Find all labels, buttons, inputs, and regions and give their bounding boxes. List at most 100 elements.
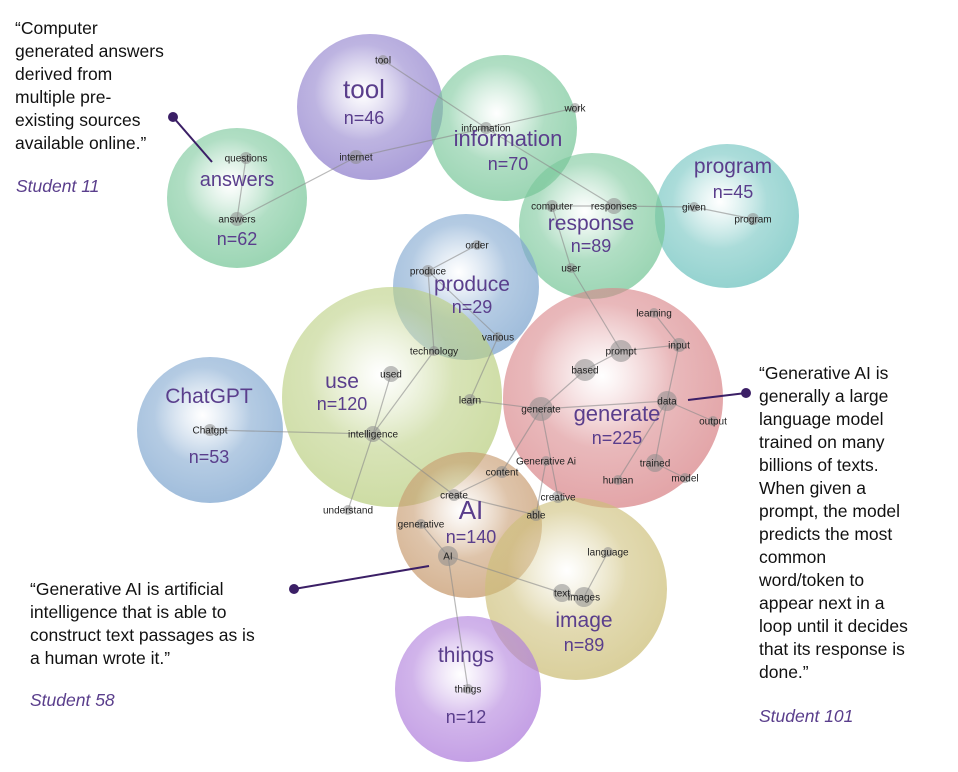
cluster-count-ai: n=140 — [446, 527, 497, 547]
cluster-count-tool: n=46 — [344, 108, 385, 128]
edge-generate_w-content — [501, 408, 542, 473]
node-dot-answers_w — [230, 212, 244, 226]
node-label-language: language — [587, 548, 629, 559]
node-dot-trained — [646, 454, 664, 472]
cluster-name-ai: AI — [459, 495, 484, 525]
node-dot-prompt — [610, 340, 632, 362]
connector-dot-q58 — [289, 584, 299, 594]
edge-tool_w-information_w — [382, 59, 487, 129]
node-dot-generativeAi — [541, 456, 551, 466]
node-dot-program_w — [747, 213, 759, 225]
node-dot-output — [708, 416, 718, 426]
connector-dot-q101 — [741, 388, 751, 398]
node-dot-language — [603, 547, 613, 557]
edge-questions-answers_w — [236, 157, 247, 220]
node-dot-information_w — [480, 122, 492, 134]
cluster-bubble-generate — [503, 288, 723, 508]
edge-order-produce_w — [427, 244, 478, 272]
edge-used-intelligence — [372, 373, 392, 435]
node-label-order: order — [465, 241, 489, 252]
edge-generativeAi-able — [535, 460, 547, 516]
edge-given-program_w — [693, 206, 754, 220]
cluster-labels: tooln=46informationn=70answersn=62progra… — [165, 74, 772, 727]
node-label-various: various — [482, 333, 514, 344]
node-label-program_w: program — [734, 215, 771, 226]
node-dot-order — [472, 240, 482, 250]
node-label-information_w: information — [461, 124, 510, 135]
cluster-name-image: image — [555, 609, 612, 632]
node-label-human: human — [603, 476, 634, 487]
node-label-create: create — [440, 491, 468, 502]
node-dot-chatgpt_w — [204, 424, 216, 436]
cluster-count-response: n=89 — [571, 236, 612, 256]
node-label-learning: learning — [636, 309, 672, 320]
cluster-count-program: n=45 — [713, 182, 754, 202]
cluster-count-use: n=120 — [317, 394, 368, 414]
node-dot-learning — [649, 308, 659, 318]
node-dot-tool_w — [378, 55, 388, 65]
quote-connectors — [168, 112, 751, 594]
cluster-name-generate: generate — [574, 401, 661, 426]
node-label-work: work — [563, 104, 586, 115]
node-dot-given — [689, 202, 699, 212]
node-label-used: used — [380, 370, 402, 381]
node-dot-things_w — [463, 684, 473, 694]
node-label-responses: responses — [591, 202, 637, 213]
node-label-learn: learn — [459, 396, 481, 407]
node-label-trained: trained — [640, 459, 671, 470]
node-dot-images — [574, 587, 594, 607]
node-label-data: data — [657, 397, 677, 408]
node-dot-data — [657, 391, 677, 411]
node-dot-computer — [546, 200, 558, 212]
node-label-able: able — [527, 511, 546, 522]
node-label-things_w: things — [455, 685, 482, 696]
edge-internet-answers_w — [236, 156, 357, 220]
node-label-generativeAi: Generative Ai — [516, 457, 576, 468]
node-dot-understand — [343, 505, 353, 515]
node-label-produce_w: produce — [410, 267, 447, 278]
node-label-tool_w: tool — [375, 56, 391, 67]
node-dot-internet — [349, 150, 363, 164]
connector-line-q101 — [687, 392, 747, 401]
cluster-bubble-program — [655, 144, 799, 288]
node-label-technology: technology — [410, 347, 458, 358]
node-dot-generative — [416, 519, 426, 529]
edge-produce_w-various — [427, 270, 499, 338]
edge-create-able — [453, 494, 537, 516]
node-label-prompt: prompt — [605, 347, 636, 358]
student-101-label: Student 101 — [759, 706, 854, 726]
cluster-count-image: n=89 — [564, 635, 605, 655]
cluster-name-tool: tool — [343, 74, 385, 104]
node-dot-text — [553, 584, 571, 602]
cluster-name-produce: produce — [434, 273, 510, 296]
edge-intelligence-understand — [347, 433, 374, 511]
node-label-user: user — [561, 264, 581, 275]
node-dot-various — [493, 332, 503, 342]
node-dot-content — [496, 466, 508, 478]
node-label-creative: creative — [540, 493, 575, 504]
node-dot-produce_w — [422, 265, 434, 277]
cluster-bubble-use — [282, 287, 502, 507]
node-label-generate_w: generate — [521, 405, 561, 416]
node-label-given: given — [682, 203, 706, 214]
node-label-computer: computer — [531, 202, 573, 213]
node-label-questions: questions — [225, 154, 268, 165]
cluster-count-answers: n=62 — [217, 229, 258, 249]
edge-information_w-responses — [485, 127, 615, 207]
cluster-count-produce: n=29 — [452, 297, 493, 317]
edge-data-human — [617, 400, 668, 481]
connector-line-q58 — [293, 565, 430, 590]
node-dot-technology — [429, 346, 439, 356]
cluster-count-generate: n=225 — [592, 428, 643, 448]
node-label-images: images — [568, 593, 600, 604]
cluster-bubble-response — [519, 153, 665, 299]
node-label-generative: generative — [398, 520, 445, 531]
node-dot-learn — [464, 394, 476, 406]
word-nodes: toolinternetinformationworkquestionsansw… — [192, 55, 772, 696]
edge-intelligence-create — [372, 433, 455, 496]
cluster-bubble-tool — [297, 34, 443, 180]
connector-dot-q11 — [168, 112, 178, 122]
node-label-model: model — [671, 474, 698, 485]
node-dot-create — [448, 489, 460, 501]
